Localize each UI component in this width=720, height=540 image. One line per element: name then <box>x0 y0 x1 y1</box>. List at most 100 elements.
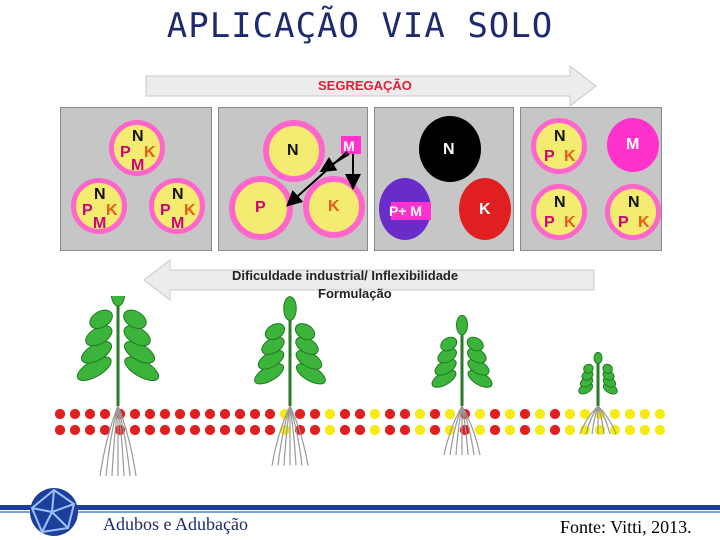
soil-granule <box>565 409 576 420</box>
label-p: P <box>544 149 555 165</box>
segregation-label: SEGREGAÇÃO <box>318 78 412 93</box>
label-p: P <box>618 215 629 231</box>
soil-granule <box>175 409 186 420</box>
soil-granule <box>85 409 96 420</box>
soil-granule <box>160 409 171 420</box>
label-n: N <box>172 187 184 203</box>
panel-segregation: N P K M <box>218 107 368 251</box>
soil-granule <box>70 425 81 436</box>
granule-n-black: N <box>419 116 481 182</box>
soil-granule <box>400 425 411 436</box>
granule-k-red: K <box>459 178 511 240</box>
soil-granule <box>175 425 186 436</box>
soil-granule <box>265 409 276 420</box>
page-title: APLICAÇÃO VIA SOLO <box>0 6 720 46</box>
soil-granule <box>475 425 486 436</box>
soil-granule <box>220 409 231 420</box>
soil-granule <box>430 409 441 420</box>
label-n: N <box>554 195 566 211</box>
soil-granule <box>445 409 456 420</box>
soil-granule <box>55 425 66 436</box>
label-n: N <box>132 129 144 145</box>
soil-granule <box>325 409 336 420</box>
soil-granule <box>190 409 201 420</box>
soil-granule <box>295 409 306 420</box>
soil-granule <box>130 425 141 436</box>
label-k: K <box>184 203 196 219</box>
label-p: P <box>82 203 93 219</box>
granule-npk: N P K <box>531 118 587 174</box>
label-k: K <box>564 215 576 231</box>
label-m: M <box>171 216 184 232</box>
soil-granule <box>520 409 531 420</box>
soil-granule <box>385 425 396 436</box>
soil-granule <box>265 425 276 436</box>
soil-granule <box>310 409 321 420</box>
footer-course-title: Adubos e Adubação <box>103 514 248 535</box>
soil-granule <box>550 409 561 420</box>
segregation-arrows <box>219 108 369 252</box>
soil-granule <box>250 425 261 436</box>
granule-npkm: N P K M <box>71 178 127 234</box>
soil-granule <box>415 409 426 420</box>
soil-granule <box>625 425 636 436</box>
plant-leaf <box>111 296 125 306</box>
soil-granule <box>655 425 666 436</box>
soil-granule <box>475 409 486 420</box>
label-n: N <box>443 142 455 158</box>
soil-granule <box>625 409 636 420</box>
label-p: P <box>120 145 131 161</box>
soil-granule <box>400 409 411 420</box>
soil-granule <box>130 409 141 420</box>
soil-granule <box>85 425 96 436</box>
label-m: M <box>93 216 106 232</box>
soil-granule <box>340 425 351 436</box>
label-m: M <box>626 137 639 153</box>
granule-npk: N P K <box>531 184 587 240</box>
soil-granule <box>385 409 396 420</box>
label-k: K <box>564 149 576 165</box>
footer-bar <box>0 505 720 510</box>
soil-granule <box>70 409 81 420</box>
label-p: P <box>544 215 555 231</box>
soil-granule <box>145 409 156 420</box>
label-k: K <box>106 203 118 219</box>
soil-granule <box>535 425 546 436</box>
plant-leaf <box>594 352 602 363</box>
soil-granule <box>340 409 351 420</box>
soil-granule <box>505 425 516 436</box>
panel-granule-mix: N P K M N P K M N P K M <box>60 107 212 251</box>
soil-granule <box>355 409 366 420</box>
soil-granule <box>205 409 216 420</box>
soil-granule <box>160 425 171 436</box>
soil-granule <box>235 425 246 436</box>
soil-granule <box>325 425 336 436</box>
soil-granule <box>235 409 246 420</box>
soil-granule <box>565 425 576 436</box>
soil-granule <box>490 409 501 420</box>
soil-granule <box>100 409 111 420</box>
soil-granule <box>370 425 381 436</box>
soil-granule <box>205 425 216 436</box>
label-n: N <box>94 187 106 203</box>
label-k: K <box>144 145 156 161</box>
label-n: N <box>628 195 640 211</box>
soil-granule <box>610 409 621 420</box>
footer-bar-accent <box>0 511 720 513</box>
soil-granule <box>370 409 381 420</box>
granule-npkm: N P K M <box>149 178 205 234</box>
panel-npk-plus-m: N P K M N P K N P K <box>520 107 662 251</box>
soil-granule <box>430 425 441 436</box>
label-k: K <box>479 202 491 218</box>
footer-source: Fonte: Vitti, 2013. <box>560 517 692 538</box>
soil-granule <box>55 409 66 420</box>
soil-granule <box>535 409 546 420</box>
soil-granule <box>220 425 231 436</box>
plants-illustration <box>50 296 670 486</box>
soil-granule <box>250 409 261 420</box>
plant-leaf <box>457 315 468 335</box>
soil-granule <box>505 409 516 420</box>
label-k: K <box>638 215 650 231</box>
label-m: M <box>131 158 144 174</box>
label-pm: P+ M <box>389 203 422 219</box>
